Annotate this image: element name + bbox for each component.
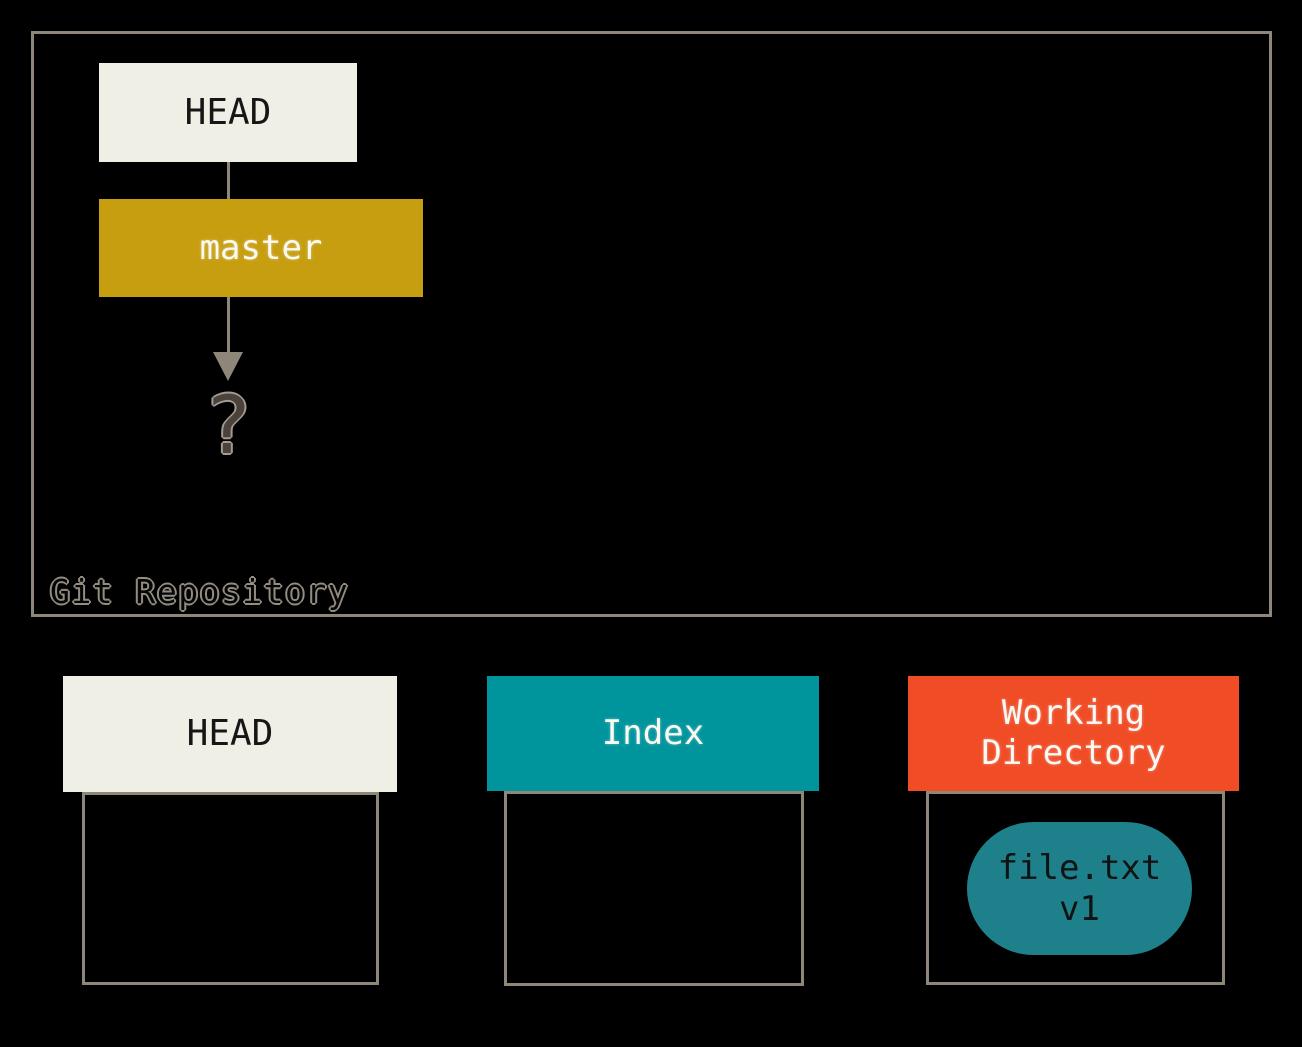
column-index-label: Index (601, 712, 705, 753)
column-working-directory-label: Working Directory (981, 693, 1166, 773)
file-name: file.txt (997, 847, 1162, 888)
file-node: file.txt v1 (967, 822, 1192, 955)
arrow-down-icon (213, 352, 243, 381)
column-header-working-directory: Working Directory (908, 676, 1239, 791)
master-branch-label: master (199, 228, 323, 268)
column-head-label: HEAD (186, 713, 274, 755)
column-body-working-directory (926, 791, 1225, 985)
git-repository-box (31, 31, 1272, 617)
unknown-commit-mark: ? (203, 379, 253, 472)
repository-label: Git Repository (50, 572, 350, 611)
head-ref-box: HEAD (99, 63, 357, 162)
column-body-index (504, 791, 804, 986)
head-ref-label: HEAD (184, 92, 272, 133)
master-to-commit-connector (227, 297, 230, 353)
head-to-master-connector (227, 162, 230, 199)
column-header-head: HEAD (63, 676, 397, 792)
column-header-index: Index (487, 676, 819, 791)
master-branch-box: master (99, 199, 423, 297)
column-body-head (82, 792, 379, 985)
file-version: v1 (1059, 888, 1100, 929)
